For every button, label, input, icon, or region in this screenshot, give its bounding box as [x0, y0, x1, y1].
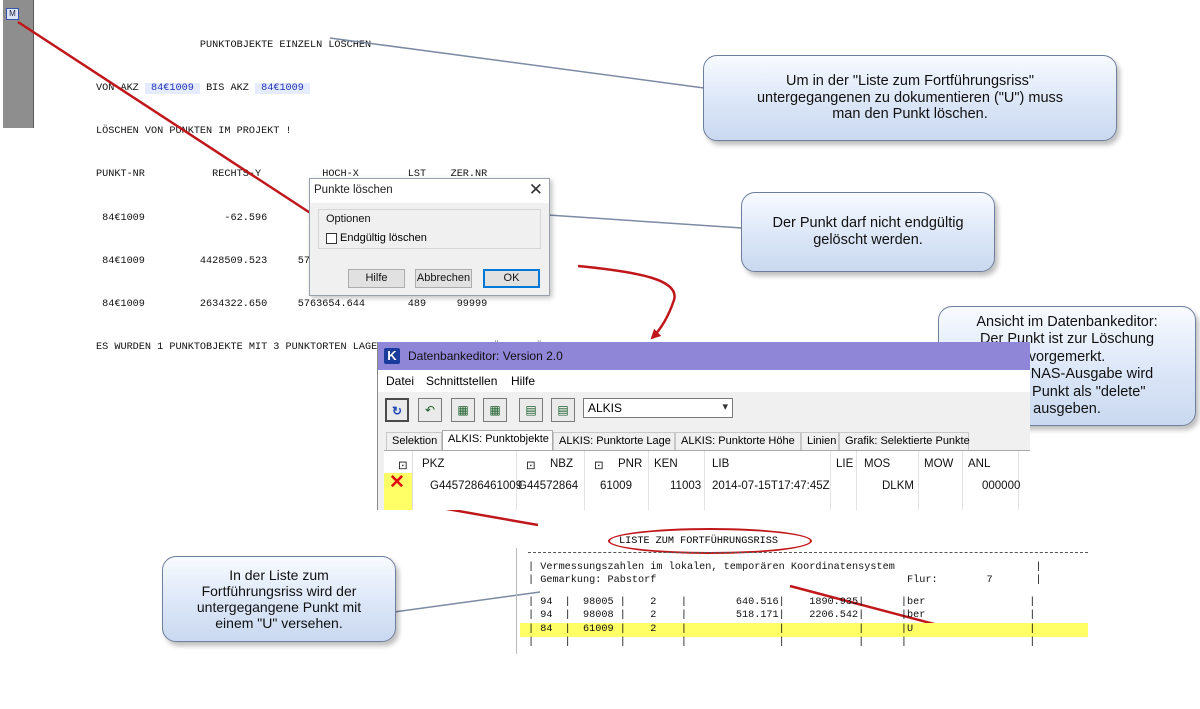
- tab-punktorte-hoehe[interactable]: ALKIS: Punktorte Höhe: [675, 432, 801, 450]
- title-highlight-ellipse: [608, 528, 812, 554]
- akz-to-value: 84€1009: [254, 83, 311, 95]
- menu-hilfe[interactable]: Hilfe: [511, 374, 536, 388]
- col-header-mow[interactable]: MOW: [924, 458, 954, 470]
- list-item: | 94 | 98008 | 2 | 518.171| 2206.542| |b…: [528, 610, 1036, 621]
- callout4-connector: [393, 591, 541, 613]
- import-icon[interactable]: ▦: [483, 398, 507, 422]
- list-item: | | | | | | | |: [528, 637, 1036, 648]
- options-legend: Optionen: [324, 213, 373, 225]
- col-header-nbz[interactable]: NBZ: [550, 458, 573, 470]
- menu-datei[interactable]: Datei: [386, 374, 415, 388]
- cell-pkz[interactable]: G4457286461009: [430, 480, 523, 492]
- tab-selektion[interactable]: Selektion: [386, 432, 442, 450]
- col-header-pnr[interactable]: PNR: [618, 458, 643, 470]
- liste-header-line: | Vermessungszahlen im lokalen, temporär…: [528, 562, 1042, 573]
- liste-title: LISTE ZUM FORTFÜHRUNGSRISS: [619, 536, 778, 547]
- cell-pnr[interactable]: 61009: [600, 480, 632, 492]
- ok-button[interactable]: OK: [483, 269, 540, 288]
- arrow-to-dbeditor: [577, 264, 676, 340]
- u-row-highlight: [520, 623, 1088, 637]
- datenbankeditor-window: K Datenbankeditor: Version 2.0 Datei Sch…: [377, 342, 1030, 510]
- callout2-connector: [547, 214, 743, 229]
- list-item: | 94 | 98005 | 2 | 640.516| 1890.935| |b…: [528, 597, 1036, 608]
- liste-separator: [528, 552, 1088, 553]
- cell-lib[interactable]: 2014-07-15T17:47:45Z: [712, 480, 830, 492]
- col-header-lib[interactable]: LIB: [712, 458, 730, 470]
- lock-icon: ⊡: [526, 460, 536, 472]
- col-header-mos[interactable]: MOS: [864, 458, 891, 470]
- close-icon[interactable]: ✕: [528, 180, 543, 199]
- endgueltig-loeschen-checkbox[interactable]: [326, 233, 337, 244]
- schema-select-value: ALKIS: [588, 401, 623, 415]
- grid-icon[interactable]: ▤: [519, 398, 543, 422]
- undo-icon[interactable]: ↶: [418, 398, 442, 422]
- cell-mos[interactable]: DLKM: [882, 480, 914, 492]
- col-header-lie[interactable]: LIE: [836, 458, 854, 470]
- dbeditor-title: Datenbankeditor: Version 2.0: [408, 349, 563, 363]
- chevron-down-icon: ▾: [722, 401, 728, 413]
- delete-mark-icon: ✕: [389, 472, 405, 493]
- list-item-u: | 84 | 61009 | 2 | | | |U |: [528, 624, 1036, 635]
- cell-anl[interactable]: 000000: [982, 480, 1021, 492]
- console-line: LÖSCHEN VON PUNKTEN IM PROJEKT !: [96, 126, 292, 138]
- console-line: PUNKT-NR RECHTS-Y HOCH-X LST ZER.NR: [96, 169, 488, 181]
- lock-icon: ⊡: [398, 460, 408, 472]
- help-button[interactable]: Hilfe: [348, 269, 405, 288]
- lock-icon: ⊡: [594, 460, 604, 472]
- arrow-to-dialog: [17, 20, 320, 220]
- options-group: [318, 209, 541, 249]
- punkte-loeschen-dialog: Punkte löschen ✕ Optionen Endgültig lösc…: [309, 178, 550, 296]
- punktobjekte-grid: ✕ ⊡ PKZ ⊡ NBZ ⊡ PNR KEN LIB LIE MOS MOW …: [384, 450, 1030, 510]
- dialog-titlebar[interactable]: Punkte löschen ✕: [310, 179, 549, 203]
- cell-ken[interactable]: 11003: [670, 480, 702, 492]
- console-line: 84€1009 2634322.650 5763654.644 489 9999…: [96, 299, 488, 311]
- window-mini-icon[interactable]: M: [6, 8, 19, 20]
- endgueltig-loeschen-label[interactable]: Endgültig löschen: [340, 232, 427, 244]
- dbeditor-titlebar[interactable]: K Datenbankeditor: Version 2.0: [378, 342, 1030, 370]
- dialog-title: Punkte löschen: [314, 184, 393, 196]
- menubar: Datei Schnittstellen Hilfe: [378, 370, 1030, 392]
- col-header-pkz[interactable]: PKZ: [422, 458, 445, 470]
- tab-punktobjekte[interactable]: ALKIS: Punktobjekte: [442, 430, 553, 450]
- schema-select[interactable]: ALKIS ▾: [583, 398, 733, 418]
- tab-strip: Selektion ALKIS: Punktobjekte ALKIS: Pun…: [384, 430, 1030, 450]
- console-line: PUNKTOBJEKTE EINZELN LÖSCHEN: [96, 39, 372, 51]
- akz-from-value: 84€1009: [144, 83, 200, 95]
- console-akz-line: VON AKZ 84€1009 BIS AKZ 84€1009: [96, 83, 311, 95]
- callout-delete-info: Der Punkt darf nicht endgültig gelöscht …: [741, 192, 995, 272]
- liste-fortfuehrungsriss: LISTE ZUM FORTFÜHRUNGSRISS | Vermessungs…: [516, 524, 1088, 654]
- callout-u-marker-info: In der Liste zum Fortführungsriss wird d…: [162, 556, 396, 642]
- menu-schnittstellen[interactable]: Schnittstellen: [426, 374, 498, 388]
- refresh-icon[interactable]: ↻: [385, 398, 409, 422]
- row-highlight: [384, 473, 412, 510]
- cancel-button[interactable]: Abbrechen: [415, 269, 472, 288]
- callout-liste-info: Um in der "Liste zum Fortführungsriss" u…: [703, 55, 1117, 141]
- col-header-ken[interactable]: KEN: [654, 458, 678, 470]
- export-icon[interactable]: ▦: [451, 398, 475, 422]
- grid-arrow-icon[interactable]: ▤: [551, 398, 575, 422]
- cell-nbz[interactable]: G44572864: [518, 480, 579, 492]
- tab-grafik[interactable]: Grafik: Selektierte Punkte: [839, 432, 970, 450]
- app-logo-icon: K: [384, 348, 400, 364]
- toolbar: ↻ ↶ ▦ ▦ ▤ ▤ ALKIS ▾: [378, 392, 1030, 428]
- callout1-connector: [329, 37, 705, 89]
- col-header-anl[interactable]: ANL: [968, 458, 991, 470]
- tab-punktorte-lage[interactable]: ALKIS: Punktorte Lage: [553, 432, 675, 450]
- liste-header-line: | Gemarkung: Pabstorf Flur: 7 |: [528, 575, 1042, 586]
- tab-linien[interactable]: Linien: [801, 432, 839, 450]
